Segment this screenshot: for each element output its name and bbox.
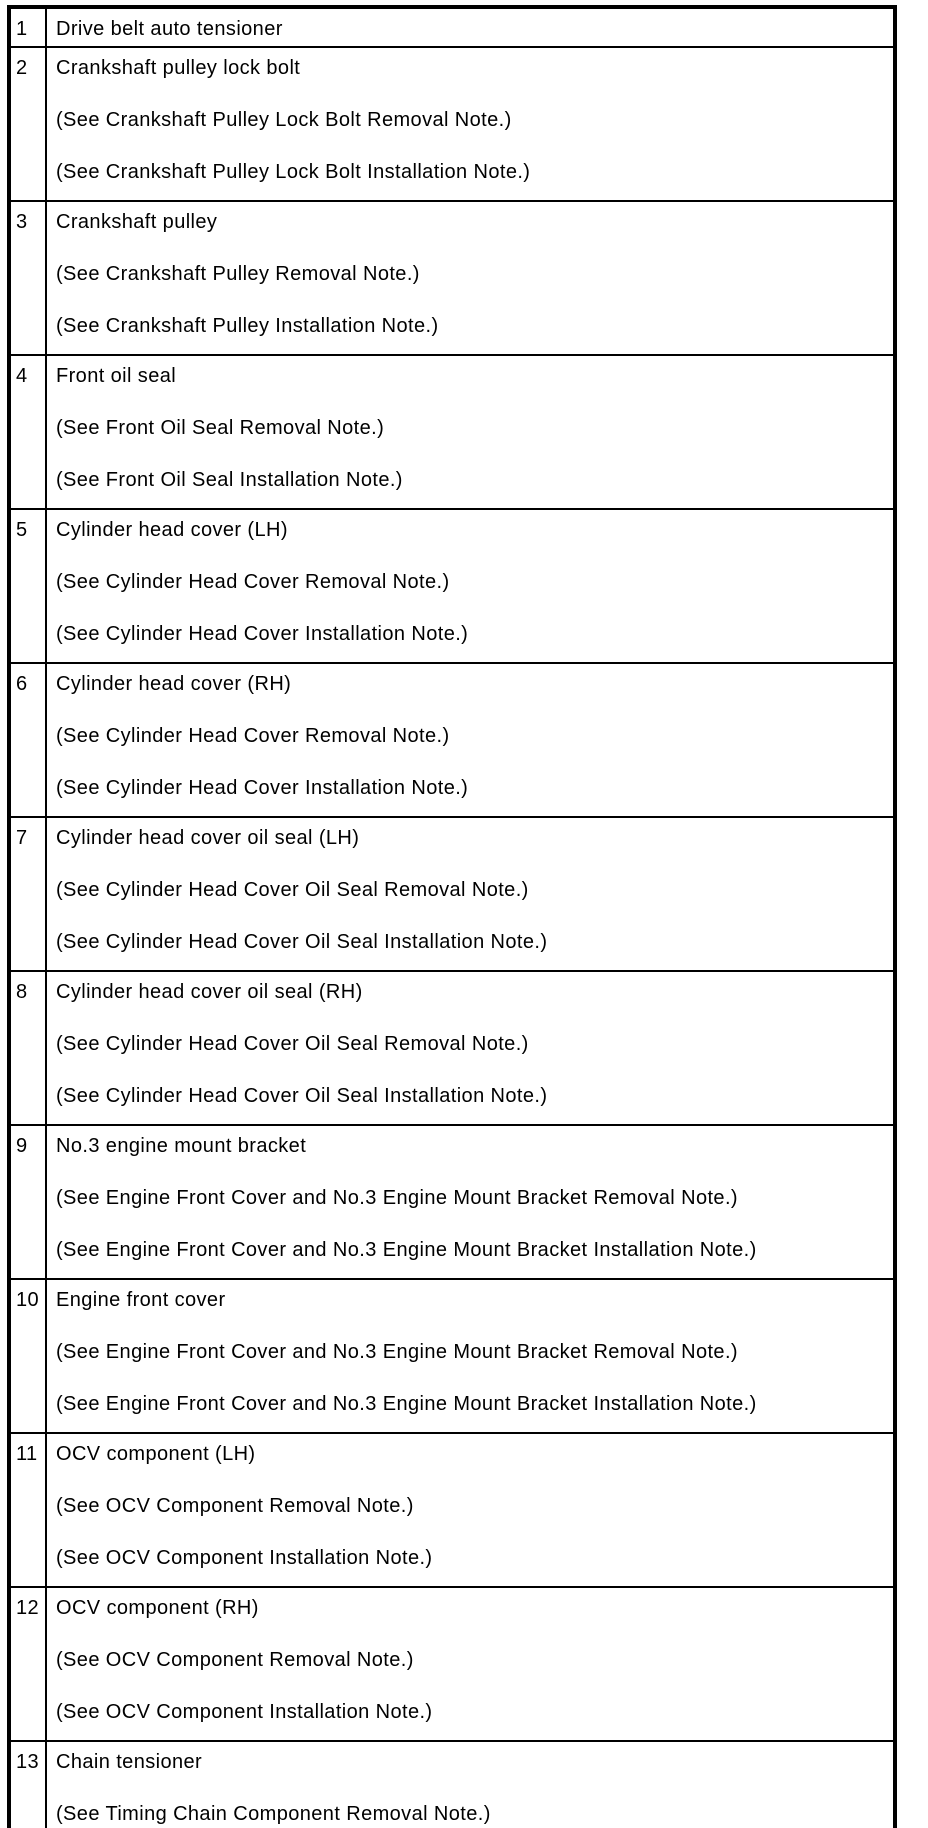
part-name: Crankshaft pulley xyxy=(56,211,218,233)
part-name: Crankshaft pulley lock bolt xyxy=(56,57,301,79)
parts-table: 1 Drive belt auto tensioner 2 Crankshaft… xyxy=(7,5,897,1828)
table-row: 2 Crankshaft pulley lock bolt (See Crank… xyxy=(8,46,896,202)
table-row: 4 Front oil seal (See Front Oil Seal Rem… xyxy=(8,354,896,510)
item-number-cell: 6 xyxy=(8,662,47,818)
see-note-reference: (See Engine Front Cover and No.3 Engine … xyxy=(56,1187,738,1209)
item-number: 4 xyxy=(16,365,28,387)
description-cell: Cylinder head cover oil seal (LH) (See C… xyxy=(45,816,896,972)
see-note-reference: (See OCV Component Installation Note.) xyxy=(56,1547,433,1569)
see-note-reference: (See Crankshaft Pulley Lock Bolt Removal… xyxy=(56,109,512,131)
description-cell: Engine front cover (See Engine Front Cov… xyxy=(45,1278,896,1434)
description-cell: Chain tensioner (See Timing Chain Compon… xyxy=(45,1740,896,1828)
part-name: Engine front cover xyxy=(56,1289,226,1311)
description-cell: OCV component (RH) (See OCV Component Re… xyxy=(45,1586,896,1742)
item-number: 8 xyxy=(16,981,28,1003)
see-note-reference: (See Crankshaft Pulley Installation Note… xyxy=(56,315,439,337)
item-number-cell: 4 xyxy=(8,354,47,510)
see-note-reference: (See Cylinder Head Cover Oil Seal Instal… xyxy=(56,931,548,953)
see-note-reference: (See Cylinder Head Cover Oil Seal Instal… xyxy=(56,1085,548,1107)
item-number: 5 xyxy=(16,519,28,541)
description-cell: Drive belt auto tensioner xyxy=(45,6,896,48)
table-row: 13 Chain tensioner (See Timing Chain Com… xyxy=(8,1740,896,1828)
table-row: 11 OCV component (LH) (See OCV Component… xyxy=(8,1432,896,1588)
description-cell: OCV component (LH) (See OCV Component Re… xyxy=(45,1432,896,1588)
table-row: 7 Cylinder head cover oil seal (LH) (See… xyxy=(8,816,896,972)
see-note-reference: (See Engine Front Cover and No.3 Engine … xyxy=(56,1393,757,1415)
item-number: 13 xyxy=(16,1751,40,1773)
see-note-reference: (See Cylinder Head Cover Installation No… xyxy=(56,623,469,645)
see-note-reference: (See Front Oil Seal Removal Note.) xyxy=(56,417,385,439)
see-note-reference: (See OCV Component Removal Note.) xyxy=(56,1495,414,1517)
item-number-cell: 12 xyxy=(8,1586,47,1742)
description-cell: No.3 engine mount bracket (See Engine Fr… xyxy=(45,1124,896,1280)
item-number: 10 xyxy=(16,1289,40,1311)
see-note-reference: (See OCV Component Removal Note.) xyxy=(56,1649,414,1671)
item-number-cell: 10 xyxy=(8,1278,47,1434)
see-note-reference: (See OCV Component Installation Note.) xyxy=(56,1701,433,1723)
part-name: Cylinder head cover (RH) xyxy=(56,673,292,695)
see-note-reference: (See Cylinder Head Cover Removal Note.) xyxy=(56,725,450,747)
part-name: Front oil seal xyxy=(56,365,177,387)
item-number: 2 xyxy=(16,57,28,79)
table-row: 5 Cylinder head cover (LH) (See Cylinder… xyxy=(8,508,896,664)
item-number: 9 xyxy=(16,1135,28,1157)
item-number-cell: 1 xyxy=(8,6,47,48)
part-name: Cylinder head cover oil seal (RH) xyxy=(56,981,363,1003)
see-note-reference: (See Engine Front Cover and No.3 Engine … xyxy=(56,1239,757,1261)
part-name: Cylinder head cover oil seal (LH) xyxy=(56,827,360,849)
item-number-cell: 5 xyxy=(8,508,47,664)
see-note-reference: (See Front Oil Seal Installation Note.) xyxy=(56,469,403,491)
part-name: Chain tensioner xyxy=(56,1751,203,1773)
table-row: 10 Engine front cover (See Engine Front … xyxy=(8,1278,896,1434)
description-cell: Crankshaft pulley (See Crankshaft Pulley… xyxy=(45,200,896,356)
description-cell: Cylinder head cover oil seal (RH) (See C… xyxy=(45,970,896,1126)
see-note-reference: (See Cylinder Head Cover Removal Note.) xyxy=(56,571,450,593)
part-name: Drive belt auto tensioner xyxy=(56,18,283,40)
see-note-reference: (See Cylinder Head Cover Oil Seal Remova… xyxy=(56,879,529,901)
item-number-cell: 2 xyxy=(8,46,47,202)
see-note-reference: (See Cylinder Head Cover Oil Seal Remova… xyxy=(56,1033,529,1055)
item-number-cell: 8 xyxy=(8,970,47,1126)
table-row: 8 Cylinder head cover oil seal (RH) (See… xyxy=(8,970,896,1126)
part-name: Cylinder head cover (LH) xyxy=(56,519,288,541)
see-note-reference: (See Engine Front Cover and No.3 Engine … xyxy=(56,1341,738,1363)
table-row: 9 No.3 engine mount bracket (See Engine … xyxy=(8,1124,896,1280)
table-row: 6 Cylinder head cover (RH) (See Cylinder… xyxy=(8,662,896,818)
item-number-cell: 3 xyxy=(8,200,47,356)
parts-table-body: 1 Drive belt auto tensioner 2 Crankshaft… xyxy=(8,6,896,1828)
item-number-cell: 11 xyxy=(8,1432,47,1588)
part-name: No.3 engine mount bracket xyxy=(56,1135,307,1157)
description-cell: Crankshaft pulley lock bolt (See Cranksh… xyxy=(45,46,896,202)
table-row: 1 Drive belt auto tensioner xyxy=(8,6,896,48)
item-number-cell: 13 xyxy=(8,1740,47,1828)
description-cell: Front oil seal (See Front Oil Seal Remov… xyxy=(45,354,896,510)
item-number: 3 xyxy=(16,211,28,233)
table-row: 12 OCV component (RH) (See OCV Component… xyxy=(8,1586,896,1742)
part-name: OCV component (RH) xyxy=(56,1597,259,1619)
see-note-reference: (See Cylinder Head Cover Installation No… xyxy=(56,777,469,799)
item-number-cell: 9 xyxy=(8,1124,47,1280)
item-number: 7 xyxy=(16,827,28,849)
see-note-reference: (See Crankshaft Pulley Removal Note.) xyxy=(56,263,420,285)
item-number-cell: 7 xyxy=(8,816,47,972)
see-note-reference: (See Crankshaft Pulley Lock Bolt Install… xyxy=(56,161,531,183)
item-number: 1 xyxy=(16,18,28,40)
description-cell: Cylinder head cover (RH) (See Cylinder H… xyxy=(45,662,896,818)
part-name: OCV component (LH) xyxy=(56,1443,256,1465)
item-number: 11 xyxy=(16,1443,38,1465)
item-number: 6 xyxy=(16,673,28,695)
see-note-reference: (See Timing Chain Component Removal Note… xyxy=(56,1803,491,1825)
item-number: 12 xyxy=(16,1597,40,1619)
description-cell: Cylinder head cover (LH) (See Cylinder H… xyxy=(45,508,896,664)
table-row: 3 Crankshaft pulley (See Crankshaft Pull… xyxy=(8,200,896,356)
